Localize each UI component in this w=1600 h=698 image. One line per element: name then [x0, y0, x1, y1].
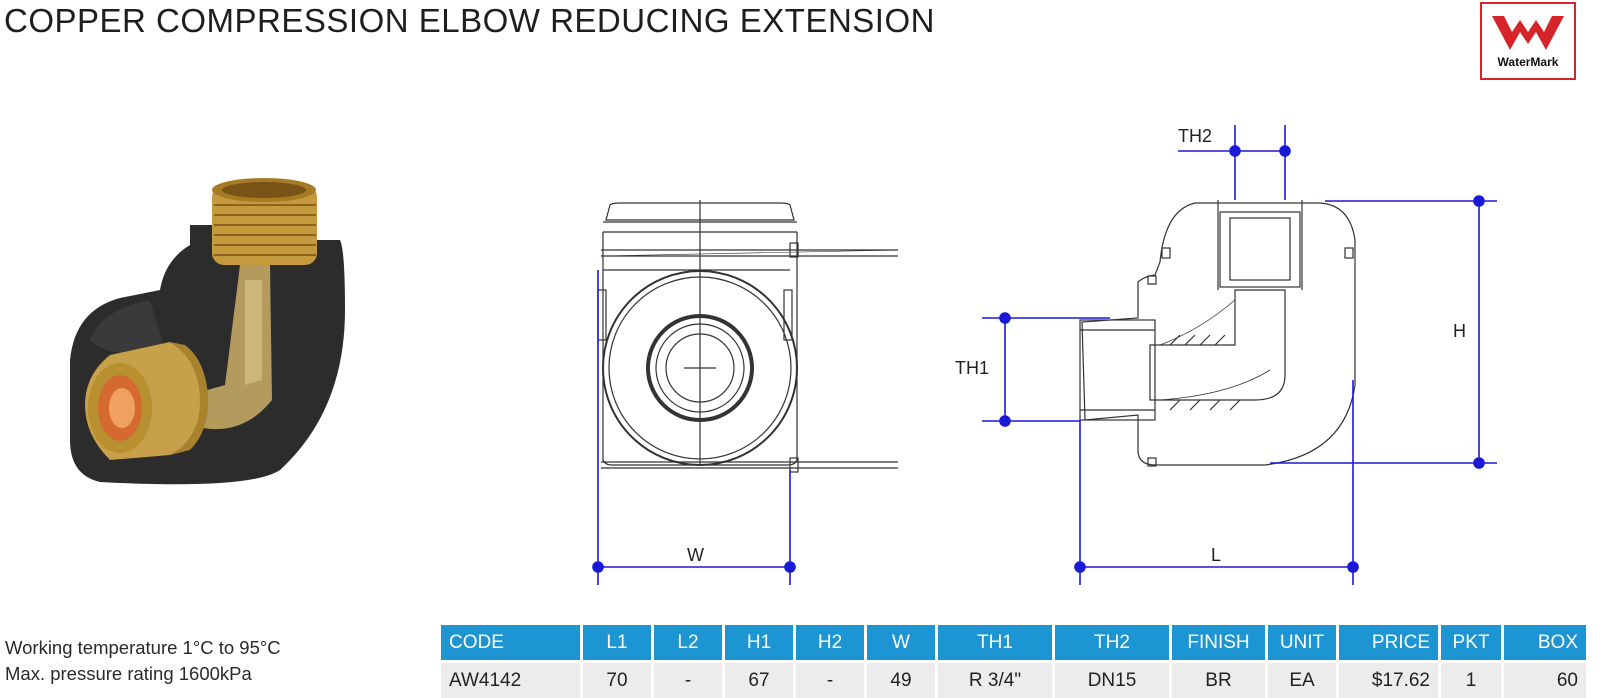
technical-drawing: W L H TH1 TH2	[592, 125, 1497, 585]
header-h1: H1	[725, 625, 793, 660]
dim-label-w: W	[687, 545, 704, 565]
dim-label-th2: TH2	[1178, 126, 1212, 146]
cell-l2: -	[654, 660, 722, 698]
cell-finish: BR	[1172, 660, 1265, 698]
header-l1: L1	[583, 625, 651, 660]
header-pkt: PKT	[1441, 625, 1501, 660]
section-view	[1079, 200, 1356, 467]
header-h2: H2	[796, 625, 864, 660]
header-unit: UNIT	[1268, 625, 1336, 660]
cell-th1: R 3/4"	[938, 660, 1052, 698]
header-box: BOX	[1504, 625, 1586, 660]
watermark-icon	[1492, 16, 1564, 50]
table-row: AW4142 70 - 67 - 49 R 3/4" DN15 BR EA $1…	[441, 660, 1586, 698]
header-finish: FINISH	[1172, 625, 1265, 660]
cell-th2: DN15	[1055, 660, 1169, 698]
watermark-label: WaterMark	[1497, 55, 1559, 69]
max-pressure: Max. pressure rating 1600kPa	[5, 663, 252, 684]
specifications: Working temperature 1°C to 95°C Max. pre…	[5, 635, 281, 687]
watermark-logo: WaterMark	[1480, 2, 1576, 80]
cell-code: AW4142	[441, 660, 580, 698]
dim-label-th1: TH1	[955, 358, 989, 378]
cell-price: $17.62	[1339, 660, 1438, 698]
cell-h2: -	[796, 660, 864, 698]
working-temperature: Working temperature 1°C to 95°C	[5, 637, 281, 658]
cell-l1: 70	[583, 660, 651, 698]
header-w: W	[867, 625, 935, 660]
header-price: PRICE	[1339, 625, 1438, 660]
product-photo	[70, 178, 345, 485]
cell-pkt: 1	[1441, 660, 1501, 698]
cell-box: 60	[1504, 660, 1586, 698]
dimension-lines	[592, 125, 1497, 585]
product-table: CODE L1 L2 H1 H2 W TH1 TH2 FINISH UNIT P…	[438, 625, 1589, 698]
page-title: COPPER COMPRESSION ELBOW REDUCING EXTENS…	[4, 2, 935, 39]
header-l2: L2	[654, 625, 722, 660]
dim-label-l: L	[1211, 545, 1221, 565]
header-th1: TH1	[938, 625, 1052, 660]
cell-w: 49	[867, 660, 935, 698]
front-view	[597, 200, 899, 473]
header-code: CODE	[441, 625, 580, 660]
dim-label-h: H	[1453, 321, 1466, 341]
cell-h1: 67	[725, 660, 793, 698]
header-th2: TH2	[1055, 625, 1169, 660]
cell-unit: EA	[1268, 660, 1336, 698]
table-header-row: CODE L1 L2 H1 H2 W TH1 TH2 FINISH UNIT P…	[441, 625, 1586, 660]
